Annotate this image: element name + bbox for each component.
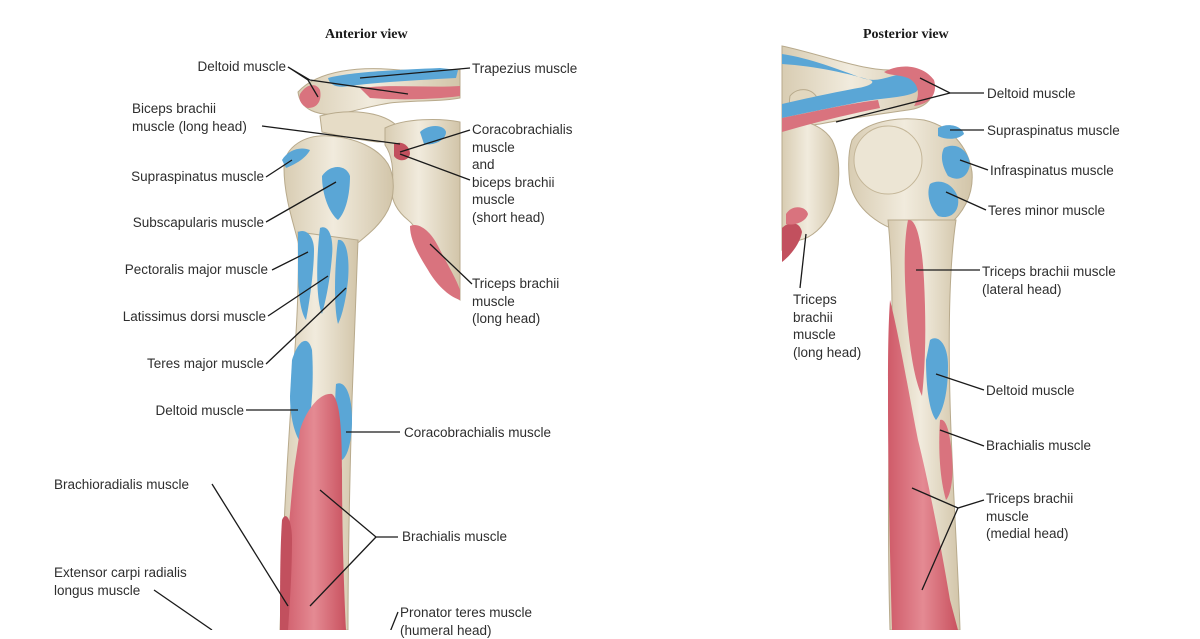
anterior-view-title: Anterior view (325, 27, 408, 43)
posterior-articular-surface (854, 126, 922, 194)
label-posterior-supraspinatus: Supraspinatus muscle (987, 122, 1120, 140)
label-anterior-brachialis: Brachialis muscle (402, 528, 507, 546)
label-line: Coracobrachialis muscle (404, 424, 551, 442)
posterior-triceps-long-origin (782, 223, 802, 262)
label-anterior-latissimus: Latissimus dorsi muscle (123, 308, 266, 326)
label-line: Teres major muscle (147, 355, 264, 373)
label-anterior-deltoid-top: Deltoid muscle (197, 58, 286, 76)
label-anterior-pectoralis: Pectoralis major muscle (125, 261, 268, 279)
label-line: Supraspinatus muscle (987, 122, 1120, 140)
label-line: muscle (793, 326, 861, 344)
label-line: Triceps brachii muscle (982, 263, 1116, 281)
leader-brachioradialis (212, 484, 288, 606)
label-line: Brachialis muscle (986, 437, 1091, 455)
label-anterior-trapezius: Trapezius muscle (472, 60, 577, 78)
anterior-deltoid-origin-acromion (360, 86, 460, 99)
label-line: Supraspinatus muscle (131, 168, 264, 186)
label-line: muscle (long head) (132, 118, 247, 136)
label-line: Latissimus dorsi muscle (123, 308, 266, 326)
label-anterior-coracobrachialis: Coracobrachialis muscle (404, 424, 551, 442)
label-posterior-infraspinatus: Infraspinatus muscle (990, 162, 1114, 180)
label-line: Trapezius muscle (472, 60, 577, 78)
label-line: (long head) (793, 344, 861, 362)
label-line: Brachioradialis muscle (54, 476, 189, 494)
label-line: Deltoid muscle (197, 58, 286, 76)
label-line: Triceps (793, 291, 861, 309)
label-anterior-teres-major: Teres major muscle (147, 355, 264, 373)
label-line: muscle (472, 139, 573, 157)
posterior-view-title: Posterior view (863, 27, 949, 43)
label-line: Pectoralis major muscle (125, 261, 268, 279)
label-line: (long head) (472, 310, 559, 328)
leader-pronator (390, 612, 398, 630)
label-line: brachii (793, 309, 861, 327)
label-line: Biceps brachii (132, 100, 247, 118)
label-anterior-supraspinatus: Supraspinatus muscle (131, 168, 264, 186)
label-anterior-subscapularis: Subscapularis muscle (133, 214, 264, 232)
label-posterior-teres-minor: Teres minor muscle (988, 202, 1105, 220)
label-line: Subscapularis muscle (133, 214, 264, 232)
label-line: longus muscle (54, 582, 187, 600)
label-line: Coracobrachialis (472, 121, 573, 139)
label-line: Triceps brachii (986, 490, 1073, 508)
label-line: muscle (472, 293, 559, 311)
label-line: Teres minor muscle (988, 202, 1105, 220)
label-anterior-pronator: Pronator teres muscle(humeral head) (400, 604, 532, 639)
label-line: and (472, 156, 573, 174)
label-anterior-deltoid-mid: Deltoid muscle (155, 402, 244, 420)
label-posterior-brachialis: Brachialis muscle (986, 437, 1091, 455)
leader-p-triceps-long (800, 234, 806, 288)
label-line: (humeral head) (400, 622, 532, 639)
label-line: (short head) (472, 209, 573, 227)
label-line: Brachialis muscle (402, 528, 507, 546)
label-posterior-deltoid-mid: Deltoid muscle (986, 382, 1075, 400)
label-line: Triceps brachii (472, 275, 559, 293)
label-line: muscle (986, 508, 1073, 526)
label-posterior-triceps-lateral: Triceps brachii muscle(lateral head) (982, 263, 1116, 298)
label-line: Deltoid muscle (987, 85, 1076, 103)
label-line: muscle (472, 191, 573, 209)
posterior-supraspinatus-insertion (938, 125, 964, 139)
label-line: (lateral head) (982, 281, 1116, 299)
label-anterior-brachioradialis: Brachioradialis muscle (54, 476, 189, 494)
label-line: Deltoid muscle (986, 382, 1075, 400)
label-line: Extensor carpi radialis (54, 564, 187, 582)
label-line: Deltoid muscle (155, 402, 244, 420)
label-posterior-deltoid-top: Deltoid muscle (987, 85, 1076, 103)
label-line: Pronator teres muscle (400, 604, 532, 622)
label-line: Infraspinatus muscle (990, 162, 1114, 180)
label-line: (medial head) (986, 525, 1073, 543)
label-line: biceps brachii (472, 174, 573, 192)
